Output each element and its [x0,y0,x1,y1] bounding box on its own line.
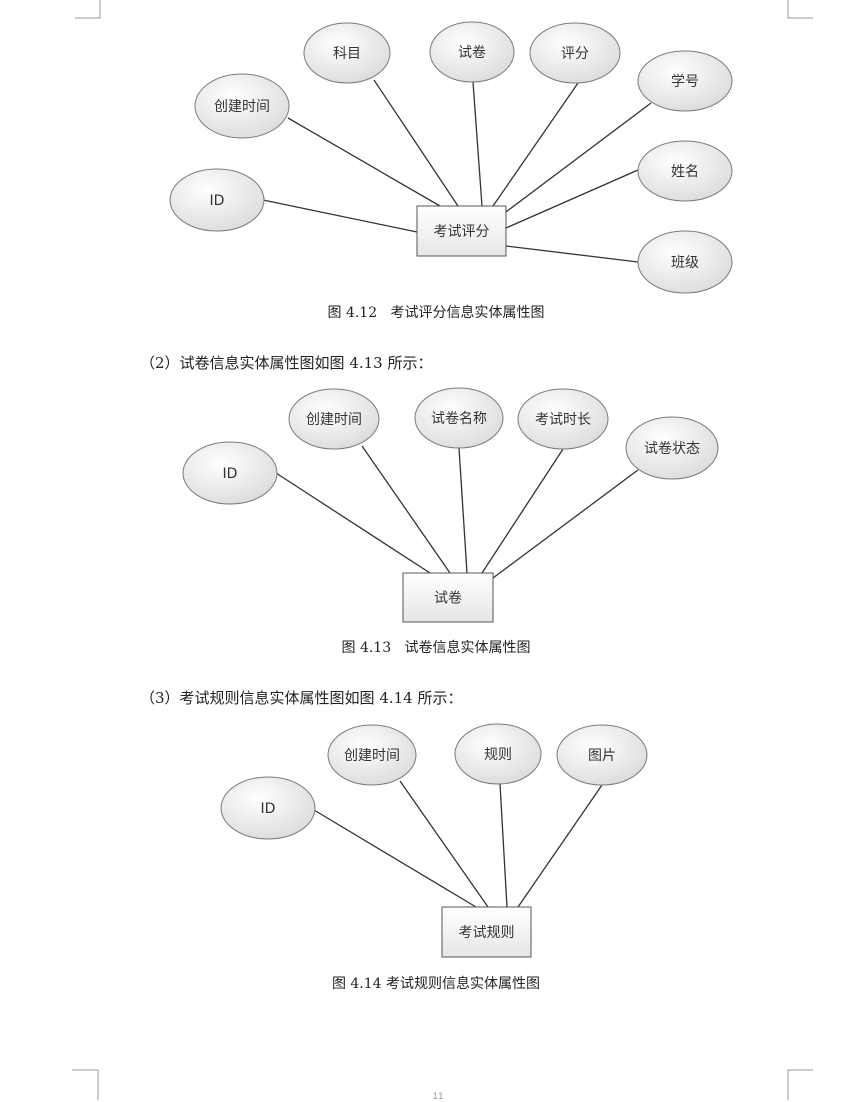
attribute-label: 创建时间 [214,99,270,115]
connector-line [313,809,477,908]
ellipse-shape [637,140,733,202]
attribute-label: ID [223,466,238,482]
attribute-ellipse: 学号 [637,50,733,112]
ellipse-shape [625,416,719,480]
entity-label: 试卷 [434,591,462,607]
attribute-ellipse: ID [220,776,316,840]
entity-rect [441,906,532,958]
attribute-label: 姓名 [671,164,699,180]
connector-line [361,445,451,574]
ellipse-shape [220,776,316,840]
ellipse-shape [414,387,504,449]
ellipse-shape [288,388,380,450]
ellipse-shape [556,724,648,786]
attribute-label: 评分 [561,46,589,62]
entity-box: 考试评分 [416,205,507,257]
ellipse-shape [517,388,609,450]
connector-line [275,472,431,574]
connector-line [505,245,639,263]
figure-caption-4-14: 图 4.14 考试规则信息实体属性图 [331,976,541,992]
attribute-label: 科目 [333,46,361,62]
attribute-ellipse: ID [182,441,278,505]
attribute-label: 学号 [671,74,699,90]
page-number: 11 [432,1092,444,1102]
entity-rect [402,572,494,623]
connector-line [262,199,418,233]
ellipse-shape [429,21,515,83]
page-corner-marks [72,0,813,1100]
attribute-ellipse: 试卷状态 [625,416,719,480]
attribute-label: 规则 [484,747,512,763]
connector-line [505,169,639,229]
ellipse-shape [327,724,417,786]
attribute-ellipse: 试卷名称 [414,387,504,449]
connector-line [458,447,468,574]
attribute-ellipse: 试卷 [429,21,515,83]
connector-line [517,784,603,908]
attribute-ellipse: 姓名 [637,140,733,202]
connector-line [287,117,441,207]
attribute-ellipse: 图片 [556,724,648,786]
attribute-label: ID [261,801,276,817]
attribute-ellipse: ID [169,168,265,232]
attribute-ellipse: 创建时间 [194,73,290,139]
attribute-ellipse: 考试时长 [517,388,609,450]
entity-rect [416,205,507,257]
attribute-label: 班级 [671,255,699,271]
attribute-label: 考试时长 [535,412,591,428]
entity-box: 试卷 [402,572,494,623]
attribute-ellipse: 创建时间 [327,724,417,786]
attribute-ellipse: 规则 [454,723,542,785]
figure-caption-4-12: 图 4.12 考试评分信息实体属性图 [327,305,545,321]
ellipse-shape [169,168,265,232]
ellipse-shape [529,22,621,84]
ellipse-shape [182,441,278,505]
entity-label: 考试规则 [459,925,515,941]
ellipse-shape [637,50,733,112]
ellipse-shape [303,22,391,84]
connector-line [399,780,489,908]
ellipse-shape [454,723,542,785]
attribute-label: 创建时间 [344,748,400,764]
attribute-label: 试卷 [458,45,486,61]
ellipse-shape [194,73,290,139]
attribute-label: 图片 [588,748,616,764]
figure-caption-4-13: 图 4.13 试卷信息实体属性图 [341,640,531,656]
connector-line [373,79,459,207]
ellipse-shape [637,230,733,294]
connector-line [472,81,483,207]
attribute-ellipse: 班级 [637,230,733,294]
attribute-label: ID [210,193,225,209]
connector-line [492,82,579,207]
connector-line [481,448,564,574]
attribute-label: 试卷名称 [431,411,487,427]
attribute-ellipse: 评分 [529,22,621,84]
entity-label: 考试评分 [434,224,490,240]
connector-line [499,783,508,908]
paragraph-4-13-intro: （2）试卷信息实体属性图如图 4.13 所示： [140,354,433,372]
attribute-label: 创建时间 [306,412,362,428]
attribute-ellipse: 创建时间 [288,388,380,450]
attribute-label: 试卷状态 [644,441,700,457]
connector-line [505,102,652,213]
paragraph-4-14-intro: （3）考试规则信息实体属性图如图 4.14 所示： [140,689,463,707]
entity-box: 考试规则 [441,906,532,958]
attribute-ellipse: 科目 [303,22,391,84]
connector-line [492,469,639,579]
